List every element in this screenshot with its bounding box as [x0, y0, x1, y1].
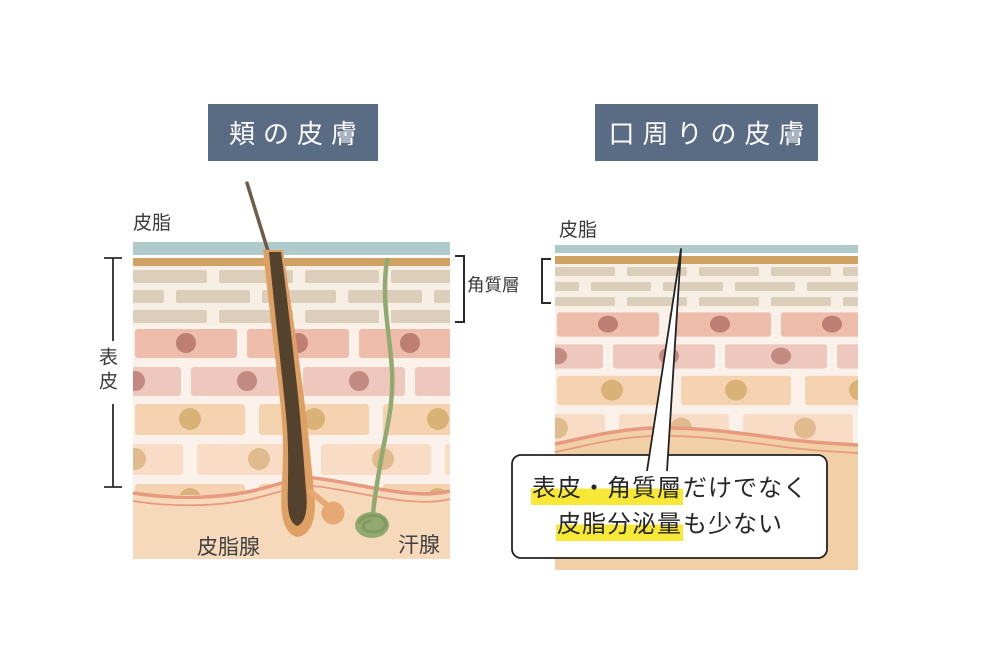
basement-membrane-left-outer — [132, 476, 451, 500]
title-cheek-skin: 頬の皮膚 — [208, 104, 378, 161]
basement-membrane-right-outer — [554, 426, 859, 447]
basement-membrane-right-inner — [554, 435, 859, 454]
callout-line1-rest: だけでなく — [683, 474, 808, 502]
callout-line2-highlight: 皮脂分泌量 — [556, 510, 683, 541]
epidermis-bracket — [104, 257, 122, 488]
corneum-bracket-left-panel — [455, 255, 465, 323]
surface-line-left — [133, 258, 450, 266]
sebum-label-left: 皮脂 — [133, 213, 172, 234]
callout-tail — [646, 248, 682, 472]
title-mouth-area-skin: 口周りの皮膚 — [595, 104, 818, 161]
left-skin-panel — [132, 181, 451, 559]
surface-line-right — [555, 256, 858, 264]
callout-line2-rest: も少ない — [683, 510, 783, 538]
stratum-corneum-right — [555, 264, 858, 310]
sweat-gland-label: 汗腺 — [398, 534, 440, 557]
sebum-layer-left — [133, 242, 450, 255]
sweat-gland — [355, 257, 395, 538]
granular-layer-right — [555, 309, 858, 372]
sebum-layer-right — [555, 245, 858, 253]
sebum-label-right: 皮脂 — [559, 220, 598, 241]
stratum-corneum-left — [133, 266, 450, 325]
hair-shaft-above-skin — [245, 181, 270, 253]
epidermis-label: 表皮 — [96, 347, 117, 395]
callout-line1-highlight: 表皮・角質層 — [531, 474, 683, 505]
title-mouth-area-skin-label: 口周りの皮膚 — [608, 119, 813, 149]
sebaceous-gland — [308, 489, 345, 525]
corneum-bracket-right-panel — [541, 258, 551, 304]
hair-root — [269, 252, 307, 526]
stratum-corneum-label: 角質層 — [467, 275, 520, 295]
title-cheek-skin-label: 頬の皮膚 — [228, 119, 365, 149]
callout-line-1: 表皮・角質層だけでなく — [531, 471, 808, 507]
sebaceous-gland-label: 皮脂腺 — [197, 536, 260, 559]
hair-follicle — [245, 181, 345, 537]
callout-text: 表皮・角質層だけでなく 皮脂分泌量も少ない — [512, 457, 827, 556]
callout-line-2: 皮脂分泌量も少ない — [556, 507, 783, 543]
